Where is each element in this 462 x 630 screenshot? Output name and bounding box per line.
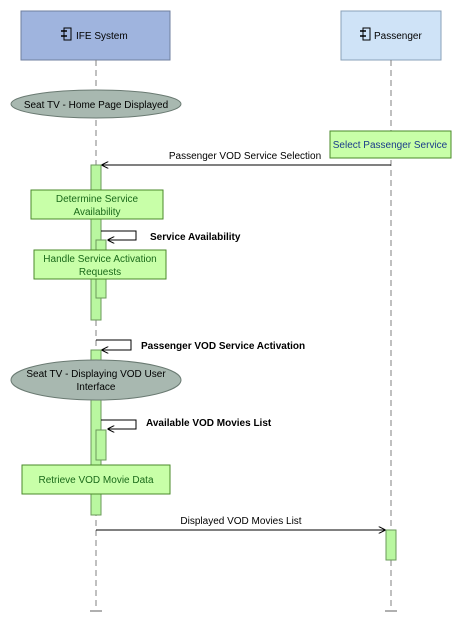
component-icon (360, 27, 371, 41)
action-determine-service-availability[interactable]: Determine Service Availability (30, 189, 164, 220)
message-vod-selection-label: Passenger VOD Service Selection (169, 151, 321, 162)
passenger-lifeline-header[interactable]: Passenger (340, 10, 442, 61)
action-select-label: Select Passenger Service (333, 140, 448, 151)
action-handle-service-activation[interactable]: Handle Service Activation Requests (33, 249, 167, 280)
state-displaying-vod-ui[interactable]: Seat TV - Displaying VOD User Interface (10, 359, 182, 401)
message-vod-activation-label: Passenger VOD Service Activation (141, 341, 305, 352)
action-handle-line1: Handle Service Activation (43, 254, 156, 265)
action-select-passenger-service[interactable]: Select Passenger Service (329, 130, 452, 159)
message-service-availability[interactable]: Service Availability (101, 230, 241, 243)
state-vod-ui-line2: Interface (77, 382, 116, 393)
passenger-activation-bar (385, 529, 397, 561)
component-icon (61, 27, 72, 41)
state-home-page[interactable]: Seat TV - Home Page Displayed (10, 89, 182, 119)
message-displayed-movies-label: Displayed VOD Movies List (180, 516, 301, 527)
state-vod-ui-line1: Seat TV - Displaying VOD User (26, 369, 166, 380)
message-service-availability-label: Service Availability (150, 232, 241, 243)
message-vod-service-selection[interactable]: Passenger VOD Service Selection (102, 151, 391, 165)
message-displayed-vod-movies[interactable]: Displayed VOD Movies List (96, 516, 385, 530)
message-available-movies-label: Available VOD Movies List (146, 418, 272, 429)
ife-nested-activation-bar (95, 429, 107, 461)
action-determine-line2: Availability (73, 207, 120, 218)
action-determine-line1: Determine Service (56, 194, 139, 205)
ife-system-lifeline-header[interactable]: IFE System (20, 10, 171, 61)
action-retrieve-label: Retrieve VOD Movie Data (38, 475, 153, 486)
passenger-label: Passenger (374, 31, 422, 42)
state-home-page-label: Seat TV - Home Page Displayed (24, 100, 168, 111)
action-retrieve-vod-movie-data[interactable]: Retrieve VOD Movie Data (21, 464, 171, 495)
action-handle-line2: Requests (79, 267, 121, 278)
message-available-vod-movies[interactable]: Available VOD Movies List (101, 418, 272, 429)
message-vod-service-activation[interactable]: Passenger VOD Service Activation (96, 339, 305, 352)
ife-system-label: IFE System (76, 31, 128, 42)
